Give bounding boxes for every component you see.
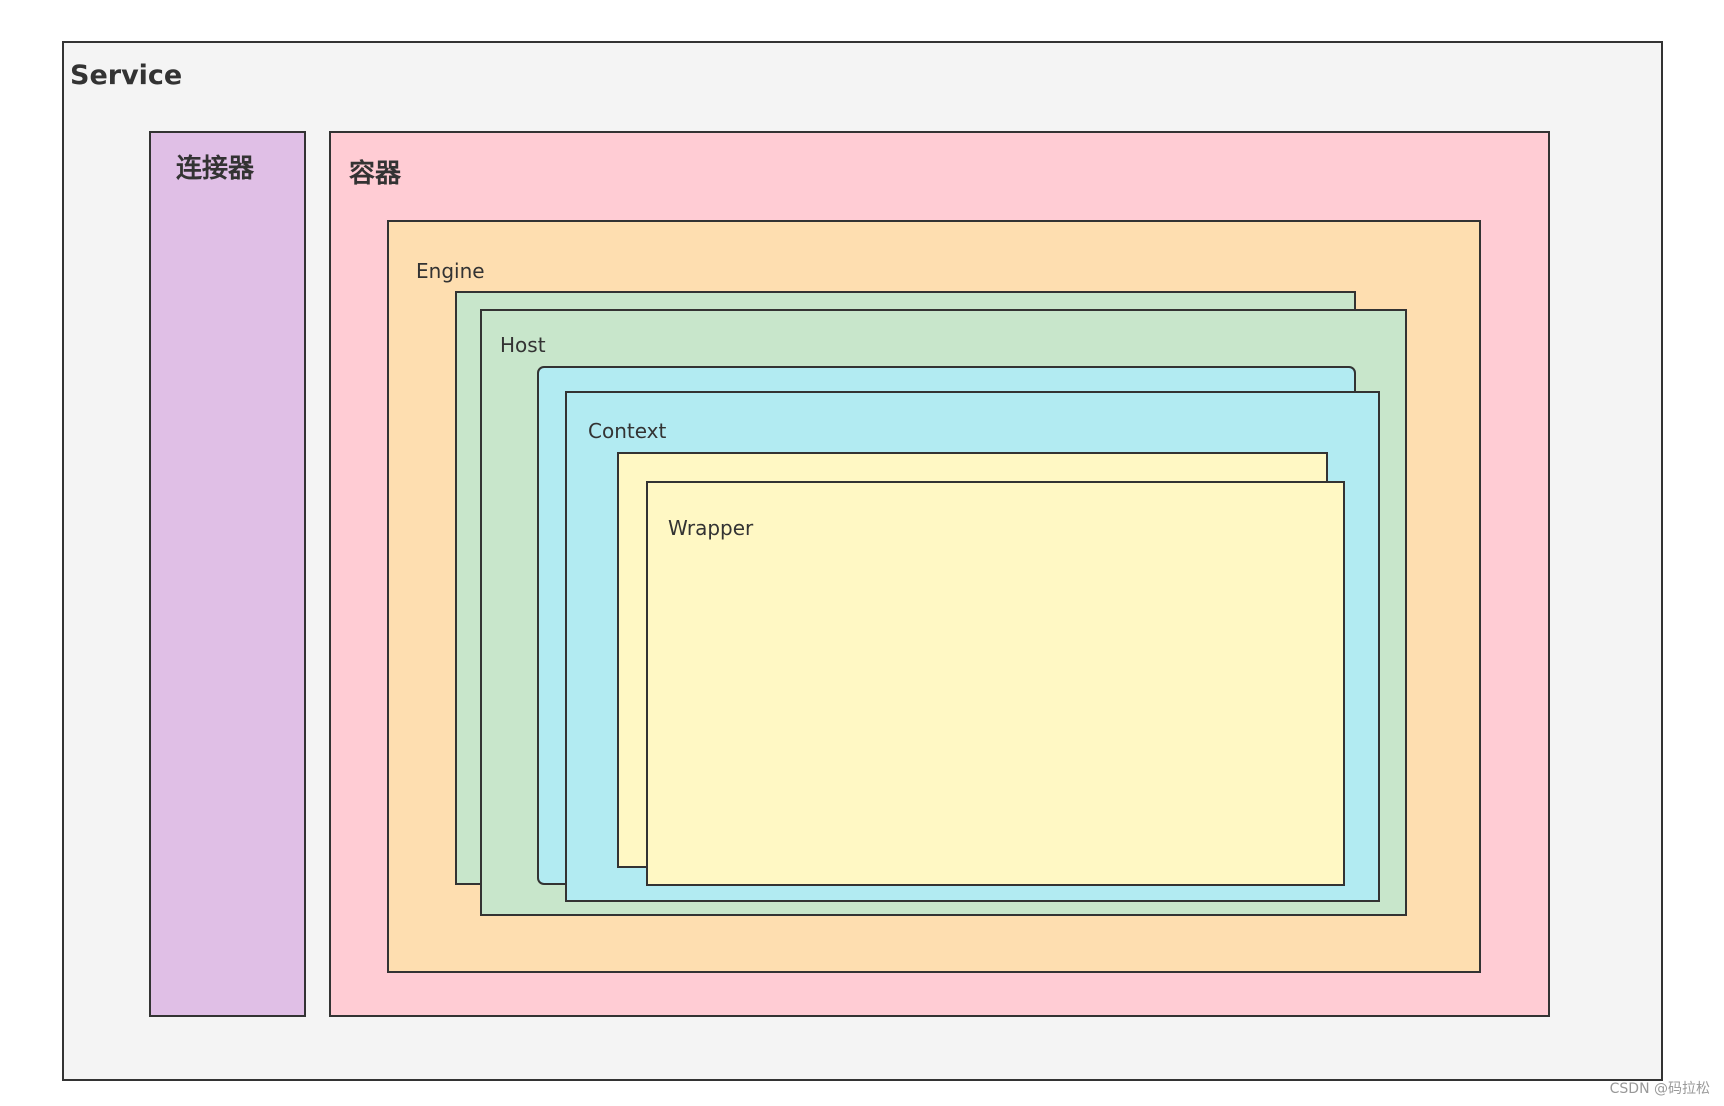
watermark-text: CSDN @码拉松 [1609,1081,1710,1097]
host-label: Host [500,333,546,357]
connector-box [149,131,306,1017]
container-label: 容器 [349,159,402,189]
service-label: Service [70,60,183,91]
context-label: Context [588,419,667,443]
wrapper-box [646,481,1345,886]
engine-label: Engine [416,259,485,283]
wrapper-label: Wrapper [668,516,754,540]
connector-label: 连接器 [176,154,255,184]
